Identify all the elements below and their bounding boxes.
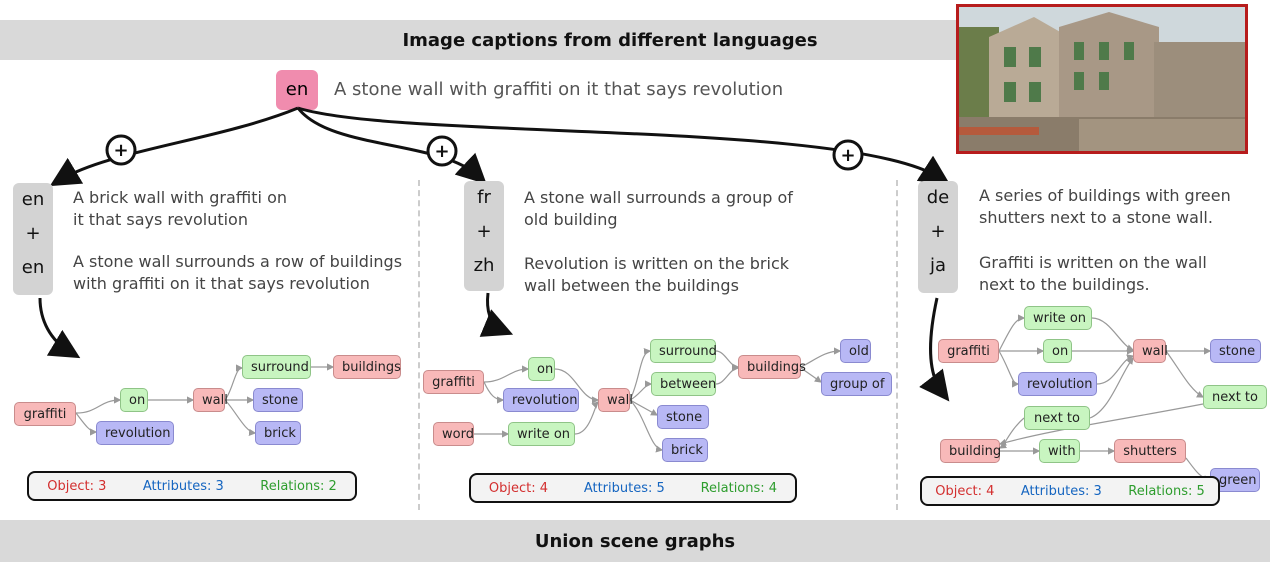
node-wall: wall: [193, 388, 228, 412]
buildings-illustration: [959, 7, 1245, 151]
panel-2-stats: Object: 4 Attributes: 5 Relations: 4: [469, 473, 797, 503]
plus-sign-3: +: [840, 145, 856, 166]
divider-1: [418, 180, 420, 510]
panel-1-language-badge: en + en: [13, 183, 53, 295]
node-on: on: [528, 357, 555, 381]
plus-sign-1: +: [113, 140, 129, 161]
street-photo: [956, 4, 1248, 154]
node-revolution: revolution: [503, 388, 579, 412]
stat-relations: Relations: 5: [1128, 483, 1205, 499]
plus-circle-1: [105, 134, 137, 166]
node-surround: surround: [650, 339, 717, 363]
plus-circle-2: [426, 135, 458, 167]
node-graffiti: graffiti: [14, 402, 76, 426]
node-stone: stone: [657, 405, 709, 429]
stat-object: Object: 4: [935, 483, 995, 499]
stat-relations: Relations: 2: [260, 478, 337, 494]
stat-attributes: Attributes: 5: [583, 480, 665, 496]
node-write-on: write on: [508, 422, 575, 446]
divider-2: [896, 180, 898, 510]
arrow-to-graph-3: [919, 297, 950, 402]
stat-attributes: Attributes: 3: [1020, 483, 1102, 499]
node-shutters: shutters: [1114, 439, 1186, 463]
node-buildings: buildings: [333, 355, 401, 379]
panel-2-language-badge: fr + zh: [464, 181, 504, 291]
node-old: old: [840, 339, 871, 363]
node-next-to-wall: next to: [1203, 385, 1267, 409]
node-stone: stone: [253, 388, 303, 412]
node-building: building: [940, 439, 1001, 463]
node-graffiti: graffiti: [938, 339, 999, 363]
node-wall: wall: [1133, 339, 1168, 363]
panel-3-stats: Object: 4 Attributes: 3 Relations: 5: [920, 476, 1220, 506]
node-revolution: revolution: [96, 421, 174, 445]
footer-title: Union scene graphs: [534, 530, 736, 552]
node-revolution: revolution: [1018, 372, 1097, 396]
arrow-to-graph-1: [38, 297, 81, 359]
node-wall: wall: [598, 388, 633, 412]
source-language-badge: en: [276, 70, 318, 110]
arrow-to-graph-2: [479, 292, 514, 337]
node-surround: surround: [242, 355, 311, 379]
arrow-to-panel-3: [297, 106, 951, 185]
plus-sign-2: +: [434, 141, 450, 162]
node-stone: stone: [1210, 339, 1261, 363]
stat-object: Object: 3: [47, 478, 107, 494]
panel-1-caption-2: A stone wall surrounds a row of building…: [73, 252, 403, 293]
node-on: on: [1043, 339, 1072, 363]
stat-attributes: Attributes: 3: [142, 478, 224, 494]
stat-object: Object: 4: [488, 480, 549, 496]
footer-band: Union scene graphs: [0, 520, 1270, 562]
node-brick: brick: [255, 421, 301, 445]
node-between: between: [651, 372, 716, 396]
header-title: Image captions from different languages: [402, 29, 818, 51]
panel-3-language-badge: de + ja: [918, 181, 958, 293]
node-next-to: next to: [1024, 406, 1090, 430]
arrow-to-panel-1: [49, 106, 299, 187]
node-graffiti: graffiti: [423, 370, 484, 394]
node-on: on: [120, 388, 148, 412]
node-brick: brick: [662, 438, 708, 462]
node-with: with: [1039, 439, 1080, 463]
panel-1-stats: Object: 3 Attributes: 3 Relations: 2: [27, 471, 357, 501]
node-word: word: [433, 422, 474, 446]
source-caption: A stone wall with graffiti on it that sa…: [334, 79, 784, 100]
node-buildings: buildings: [738, 355, 806, 379]
node-write-on: write on: [1024, 306, 1092, 330]
arrow-to-panel-2: [296, 107, 487, 185]
node-group-of: group of: [821, 372, 892, 396]
stat-relations: Relations: 4: [700, 480, 778, 496]
plus-circle-3: [832, 139, 864, 171]
